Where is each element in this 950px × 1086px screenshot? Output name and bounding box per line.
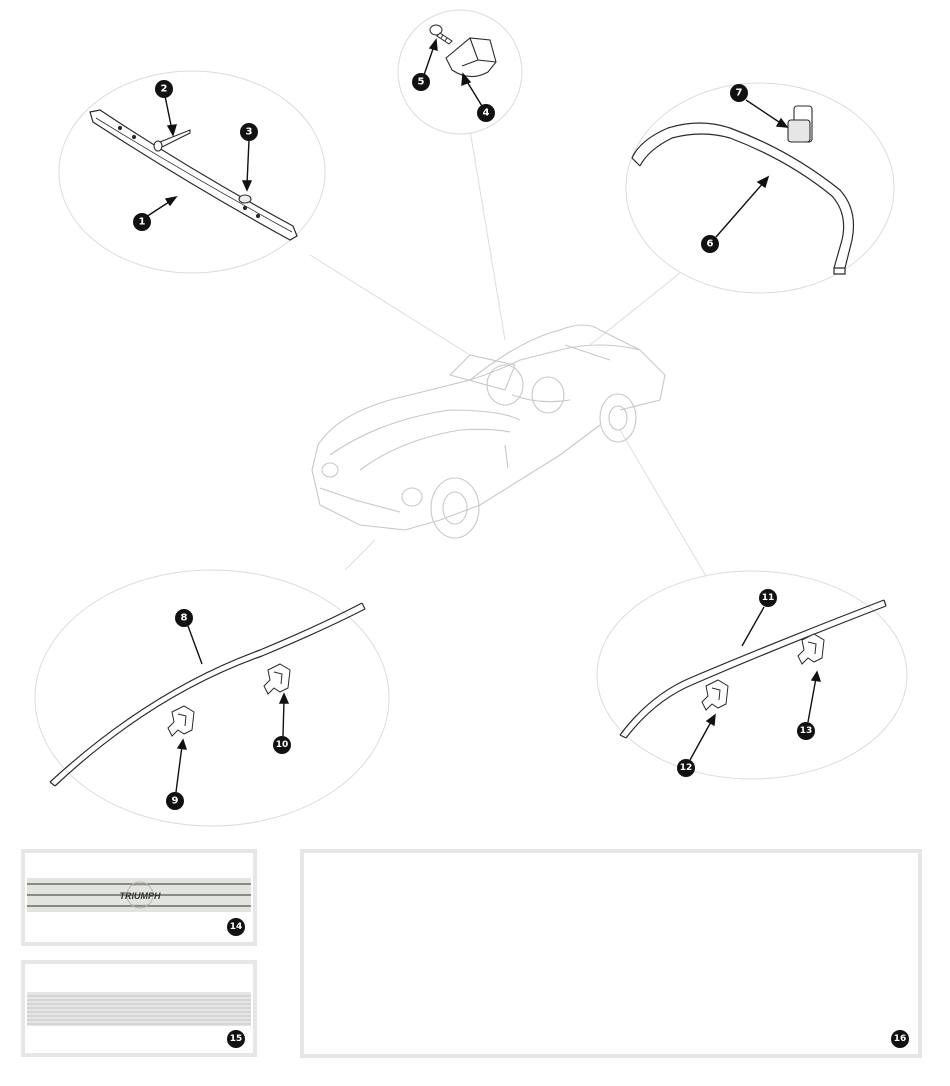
svg-text:1: 1 bbox=[139, 217, 146, 228]
callout-10: 10 bbox=[273, 736, 291, 754]
windscreen-frame-seal bbox=[631, 122, 855, 275]
ellipse-windscreen-frame bbox=[625, 82, 895, 294]
svg-text:16: 16 bbox=[894, 1034, 907, 1044]
trim-clip-left-upper bbox=[263, 663, 291, 695]
svg-text:8: 8 bbox=[181, 613, 188, 624]
callout-9: 9 bbox=[166, 792, 184, 810]
panel-trim-strip-logo: TRIUMPH SERVICE ENGLAND bbox=[21, 849, 257, 946]
callout-2: 2 bbox=[155, 80, 173, 98]
callout-15: 15 bbox=[227, 1030, 245, 1048]
svg-text:4: 4 bbox=[483, 108, 490, 119]
svg-text:3: 3 bbox=[246, 127, 253, 138]
callout-5: 5 bbox=[412, 73, 430, 91]
callout-4: 4 bbox=[477, 104, 495, 122]
svg-text:7: 7 bbox=[736, 88, 743, 99]
callout-3: 3 bbox=[240, 123, 258, 141]
grommet bbox=[238, 194, 252, 204]
callout-7: 7 bbox=[730, 84, 748, 102]
callout-14: 14 bbox=[227, 918, 245, 936]
callout-1: 1 bbox=[133, 213, 151, 231]
svg-text:15: 15 bbox=[230, 1034, 243, 1044]
svg-text:6: 6 bbox=[707, 239, 714, 250]
callout-arrows bbox=[145, 38, 822, 793]
svg-text:14: 14 bbox=[230, 922, 243, 932]
self-tapping-screw bbox=[429, 24, 453, 45]
trim-clip-left-lower bbox=[167, 705, 195, 737]
left-side-trim-strip bbox=[49, 602, 366, 787]
callout-13: 13 bbox=[797, 722, 815, 740]
callout-11: 11 bbox=[759, 589, 777, 607]
svg-text:5: 5 bbox=[418, 77, 425, 88]
panel-ribbed-strip bbox=[21, 960, 257, 1057]
svg-text:9: 9 bbox=[172, 796, 179, 807]
callout-16: 16 bbox=[891, 1030, 909, 1048]
windscreen-top-rail bbox=[89, 109, 298, 241]
callout-12: 12 bbox=[677, 759, 695, 777]
panel-empty bbox=[300, 849, 922, 1058]
trim-clip-right-upper bbox=[797, 633, 825, 665]
trim-clip-right-lower bbox=[701, 679, 729, 711]
callout-8: 8 bbox=[175, 609, 193, 627]
right-side-trim-strip bbox=[619, 599, 887, 739]
leader-lines bbox=[309, 129, 721, 601]
svg-text:11: 11 bbox=[762, 593, 775, 603]
rubber-pad bbox=[787, 105, 813, 143]
logo-ring-bottom: ENGLAND bbox=[130, 903, 149, 908]
ellipse-left-side-trim bbox=[34, 569, 390, 827]
logo-ring-top: SERVICE bbox=[131, 882, 149, 887]
callout-6: 6 bbox=[701, 235, 719, 253]
svg-text:12: 12 bbox=[680, 763, 693, 773]
svg-text:2: 2 bbox=[161, 84, 168, 95]
svg-text:13: 13 bbox=[800, 726, 813, 736]
logo-triumph: TRIUMPH bbox=[120, 891, 161, 901]
rivet-screw bbox=[153, 129, 191, 152]
ellipse-right-side-trim bbox=[596, 570, 908, 780]
svg-text:10: 10 bbox=[276, 740, 289, 750]
car-illustration bbox=[311, 324, 666, 539]
windscreen-bracket bbox=[445, 37, 497, 78]
